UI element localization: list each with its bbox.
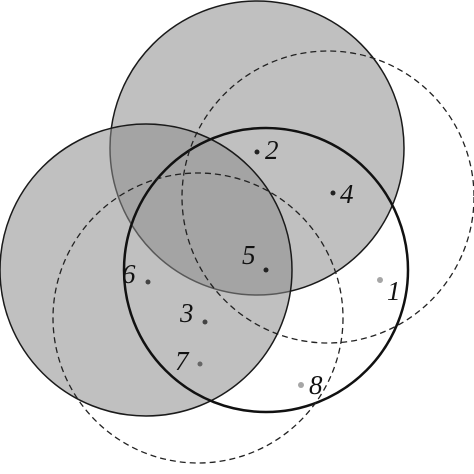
point-3: 3 bbox=[179, 298, 208, 328]
point-8: 8 bbox=[298, 370, 323, 400]
point-1-label: 1 bbox=[387, 276, 401, 306]
point-4-label: 4 bbox=[340, 179, 354, 209]
point-5-dot bbox=[263, 267, 269, 273]
point-4: 4 bbox=[330, 179, 354, 209]
point-5-label: 5 bbox=[242, 240, 256, 270]
point-5: 5 bbox=[242, 240, 269, 273]
point-1-dot bbox=[377, 277, 383, 283]
point-6-label: 6 bbox=[122, 259, 136, 289]
point-4-dot bbox=[330, 190, 336, 196]
point-3-dot bbox=[202, 319, 208, 325]
point-8-dot bbox=[298, 382, 304, 388]
dashed-circle-bottom bbox=[52, 172, 344, 464]
point-3-label: 3 bbox=[179, 298, 194, 328]
solid-circle-center bbox=[122, 126, 410, 414]
shaded-circle-left bbox=[0, 123, 293, 417]
point-7-dot bbox=[197, 361, 203, 367]
point-2: 2 bbox=[254, 135, 279, 165]
point-1: 1 bbox=[377, 276, 401, 306]
point-8-label: 8 bbox=[309, 370, 323, 400]
point-7-label: 7 bbox=[175, 346, 190, 376]
point-6: 6 bbox=[122, 259, 151, 289]
point-2-dot bbox=[254, 149, 260, 155]
point-2-label: 2 bbox=[265, 135, 279, 165]
point-7: 7 bbox=[175, 346, 203, 376]
point-6-dot bbox=[145, 279, 151, 285]
